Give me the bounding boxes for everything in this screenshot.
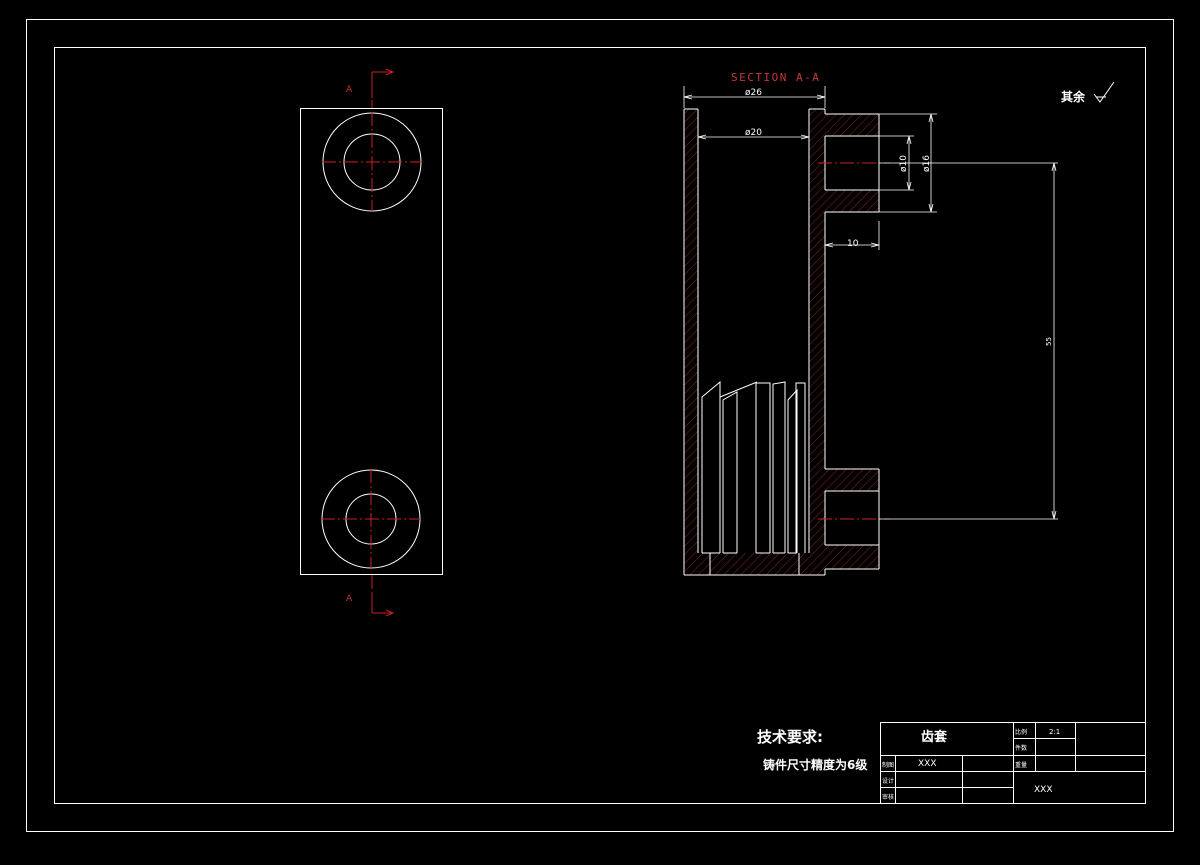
section-title: SECTION A-A	[731, 71, 820, 84]
qty-label: 件数	[1015, 744, 1027, 752]
gear-teeth	[701, 380, 806, 554]
front-view-outline	[300, 108, 443, 575]
dim-inner-diameter: ø20	[745, 128, 762, 138]
centerlines	[321, 78, 422, 612]
section-mark-top: A	[346, 85, 353, 95]
check-label: 审核	[882, 793, 894, 801]
weight-label: 重量	[1015, 761, 1027, 769]
roughness-note: 其余	[1061, 81, 1115, 104]
roughness-label: 其余	[1061, 89, 1086, 104]
dim-outer-diameter: ø26	[745, 88, 762, 98]
tech-requirements-title: 技术要求:	[757, 728, 823, 746]
title-block	[880, 722, 1146, 804]
section-arrow-bottom	[371, 592, 395, 617]
company-name: XXX	[1034, 785, 1053, 795]
part-name: 齿套	[921, 729, 948, 745]
dimension-lines	[683, 86, 1058, 520]
section-centerlines	[818, 162, 890, 520]
dim-hole-pitch: 55	[1045, 337, 1053, 346]
front-view: A A	[300, 68, 443, 617]
section-hatching	[684, 109, 879, 575]
roughness-symbol	[1093, 81, 1115, 103]
drawn-label: 制图	[882, 761, 894, 769]
dim-boss-length: 10	[847, 239, 859, 249]
tech-requirements-line1: 铸件尺寸精度为6级	[763, 757, 867, 772]
tech-requirements: 技术要求: 铸件尺寸精度为6级	[757, 728, 867, 772]
inner-frame	[54, 47, 1146, 804]
outer-frame	[26, 19, 1174, 832]
dim-boss-diameter: ø16	[922, 155, 932, 172]
dim-hole-diameter: ø10	[899, 155, 909, 172]
section-view: SECTION A-A	[683, 71, 1058, 576]
drawn-name: XXX	[918, 759, 937, 769]
title-block-text: 齿套 比例 2:1 件数 重量 制图 XXX 设计 审核 XXX	[882, 728, 1060, 801]
section-arrow-top	[371, 68, 395, 98]
design-label: 设计	[882, 777, 894, 785]
scale-value: 2:1	[1049, 728, 1060, 736]
section-outline	[683, 108, 880, 576]
section-mark-bottom: A	[346, 594, 353, 604]
scale-label: 比例	[1015, 728, 1027, 736]
